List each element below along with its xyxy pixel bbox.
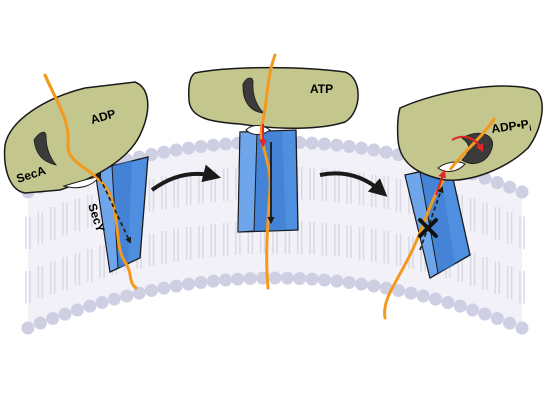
lipid-head xyxy=(120,289,134,303)
lipid-head xyxy=(58,307,72,321)
nucleotide-label-adp-pi: ADP•Pi xyxy=(490,117,532,138)
lipid-head xyxy=(182,141,196,155)
lipid-head xyxy=(157,281,171,295)
lipid-head xyxy=(330,274,344,288)
lipid-head xyxy=(503,180,517,194)
state-atp: ATP xyxy=(188,53,359,290)
lipid-head xyxy=(404,286,418,300)
seca-motor: ATP xyxy=(188,66,359,135)
lipid-head xyxy=(95,296,109,309)
lipid-head xyxy=(145,284,158,297)
lipid-head xyxy=(355,277,368,291)
seca-motor: SecA ADP xyxy=(3,74,149,196)
state-adp-pi: ADP•Pi xyxy=(383,85,543,320)
dashed-arrow-icon xyxy=(419,186,444,251)
clamp-icon xyxy=(242,77,266,114)
lipid-head xyxy=(219,273,233,287)
polypeptide-substrate xyxy=(259,53,277,290)
lipid-head xyxy=(219,137,233,151)
lipid-head xyxy=(355,141,368,155)
lipid-head xyxy=(367,279,381,293)
lipid-head xyxy=(33,316,47,330)
lipid-head xyxy=(317,273,331,287)
lipid-head xyxy=(132,286,146,300)
lipid-head xyxy=(342,140,356,153)
blocked-x-icon xyxy=(418,218,438,238)
nucleotide-label-adp: ADP xyxy=(89,106,117,126)
clamp-icon xyxy=(33,131,58,166)
lipid-head xyxy=(453,299,467,313)
lipid-head xyxy=(379,145,393,159)
secy-channel xyxy=(237,129,299,233)
lipid-head xyxy=(231,272,245,286)
lipid-head xyxy=(293,272,307,285)
lipid-head xyxy=(70,303,84,317)
lipid-head xyxy=(194,140,208,153)
step-arrow-2-icon xyxy=(319,171,388,197)
lipid-head xyxy=(46,312,60,325)
lipid-head xyxy=(157,145,171,159)
lipid-head xyxy=(305,136,319,150)
lipid-head xyxy=(441,296,455,309)
lipid-head xyxy=(515,321,529,335)
lipid-head xyxy=(392,284,405,297)
lipid-head xyxy=(490,312,504,325)
seca-motor: ADP•Pi xyxy=(396,85,543,181)
lipid-head xyxy=(330,138,344,152)
red-arrow-icon xyxy=(435,169,446,196)
lipid-head xyxy=(206,274,220,288)
lipid-head xyxy=(305,272,319,286)
lipid-head xyxy=(342,276,356,289)
lipid-head xyxy=(243,272,257,285)
lipid-head xyxy=(182,277,196,291)
lipid-head xyxy=(478,307,492,321)
lipid-head xyxy=(268,271,282,285)
lipid-head xyxy=(194,276,208,289)
lipid-head xyxy=(83,299,97,313)
nucleotide-label-atp: ATP xyxy=(310,82,333,96)
lipid-head xyxy=(490,176,504,189)
lipid-head xyxy=(21,321,35,335)
lipid-head xyxy=(169,279,183,293)
lipid-head xyxy=(206,138,220,152)
lipid-head xyxy=(317,137,331,151)
lipid-head xyxy=(429,292,442,306)
red-arrow-icon xyxy=(451,135,484,153)
lipid-head xyxy=(169,143,183,157)
lipid-head xyxy=(503,316,517,330)
dashed-double-arrow-icon xyxy=(95,172,131,244)
lipid-head xyxy=(107,292,121,306)
lipid-head xyxy=(416,289,430,303)
lipid-head xyxy=(367,143,381,157)
step-arrow-1-icon xyxy=(150,164,221,192)
lipid-head xyxy=(515,185,529,199)
lipid-head xyxy=(280,271,294,285)
lipid-head xyxy=(466,303,480,317)
